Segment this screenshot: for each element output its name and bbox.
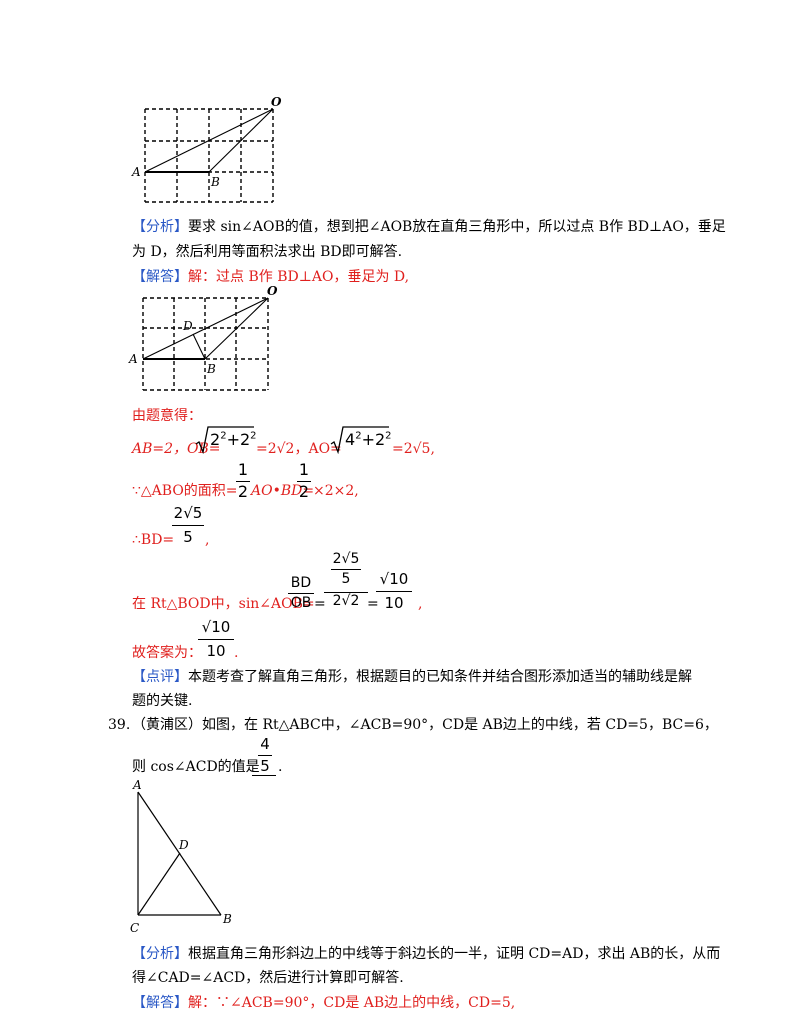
jie-label: 解： xyxy=(188,269,216,285)
radical-ob xyxy=(195,426,254,454)
comment-tag: 【点评】 xyxy=(132,669,188,685)
label-O: O xyxy=(271,95,282,109)
comment-paragraph: 【点评】本题考查了解直角三角形，根据题目的已知条件并结合图形添加适当的辅助线是解 xyxy=(132,667,692,687)
eq-2: = xyxy=(367,596,379,612)
complex-frac: 2√5 5 2√2 xyxy=(324,550,368,610)
answer-prefix: 故答案为： xyxy=(132,645,202,661)
rt-prefix: 在 Rt△BOD中，sin∠AOB= xyxy=(132,596,315,612)
analysis-tag: 【分析】 xyxy=(132,219,188,235)
answer-text: ∵∠ACB=90°，CD是 AB边上的中线，CD=5, xyxy=(216,995,516,1011)
grid-figure-2: O D A B xyxy=(128,284,278,391)
final-answer-frac: √10 10 xyxy=(196,617,236,661)
bd-frac: 2√5 5 xyxy=(172,504,204,546)
lengths-line: AB=2，OB= xyxy=(132,439,221,465)
ratio-frac: BD OB xyxy=(287,574,315,612)
label-D: D xyxy=(182,319,193,333)
answer-tag: 【解答】 xyxy=(132,269,188,285)
eq-1: = xyxy=(314,596,326,612)
blank-period: . xyxy=(278,759,283,775)
analysis-line-2: 为 D，然后利用等面积法求出 BD即可解答. xyxy=(132,244,403,260)
label-B: B xyxy=(210,175,220,189)
area-tail: ×2×2, xyxy=(313,483,359,499)
analysis-tag: 【分析】 xyxy=(132,946,188,962)
answer-line-38: 【解答】解：过点 B作 BD⊥AO，垂足为 D, xyxy=(132,267,409,287)
label-B: B xyxy=(222,912,232,926)
area-prefix: ∵△ABO的面积= xyxy=(132,483,238,499)
blank-answer-frac: 4 5 xyxy=(258,735,272,775)
half-frac-2: 1 2 xyxy=(297,460,311,501)
eq-sqrt5: =2√5, xyxy=(392,441,435,457)
eq-sqrt2: =2√2，AO= xyxy=(256,441,342,457)
answer-line-39: 【解答】解：∵∠ACB=90°，CD是 AB边上的中线，CD=5, xyxy=(132,993,515,1013)
bd-prefix: ∴BD= xyxy=(132,532,175,548)
label-D: D xyxy=(178,838,189,852)
answer-tag: 【解答】 xyxy=(132,995,188,1011)
ab-ob-text: AB=2，OB= xyxy=(132,441,221,457)
radicand-ao: 42+22 xyxy=(345,430,392,449)
answer-text: 过点 B作 BD⊥AO，垂足为 D, xyxy=(216,269,410,285)
analysis-line-1: 根据直角三角形斜边上的中线等于斜边长的一半，证明 CD=AD，求出 AB的长，从… xyxy=(188,946,721,962)
derive-line: 由题意得： xyxy=(132,408,202,424)
question-ask: 则 cos∠ACD的值是 xyxy=(132,759,260,775)
analysis-line-2: 得∠CAD=∠ACD，然后进行计算即可解答. xyxy=(132,970,404,986)
label-C: C xyxy=(130,921,139,935)
label-O: O xyxy=(267,284,278,298)
jie-label: 解： xyxy=(188,995,216,1011)
radical-ao xyxy=(330,426,389,454)
analysis-paragraph-39: 【分析】根据直角三角形斜边上的中线等于斜边长的一半，证明 CD=AD，求出 AB… xyxy=(132,944,720,964)
result-frac: √10 10 xyxy=(374,569,414,613)
analysis-paragraph-38: 【分析】要求 sin∠AOB的值，想到把∠AOB放在直角三角形中，所以过点 B作… xyxy=(132,217,726,237)
rt-comma: , xyxy=(418,596,423,612)
half-frac-1: 1 2 xyxy=(236,460,250,501)
area-mid: AO•BD= xyxy=(251,483,315,499)
label-A: A xyxy=(131,165,141,179)
answer-blank xyxy=(252,775,276,776)
label-A: A xyxy=(128,352,138,366)
comment-line-2: 题的关键. xyxy=(132,693,193,709)
question-stem-39: （黄浦区）如图，在 Rt△ABC中，∠ACB=90°，CD是 AB边上的中线，若… xyxy=(132,717,718,733)
grid-figure-1: O A B xyxy=(131,95,282,203)
comment-line-1: 本题考查了解直角三角形，根据题目的已知条件并结合图形添加适当的辅助线是解 xyxy=(188,669,692,685)
label-B: B xyxy=(206,362,216,376)
question-number-39: 39. xyxy=(108,717,131,733)
label-A: A xyxy=(132,778,142,792)
analysis-line-1: 要求 sin∠AOB的值，想到把∠AOB放在直角三角形中，所以过点 B作 BD⊥… xyxy=(188,219,726,235)
final-period: . xyxy=(234,645,239,661)
bd-comma: , xyxy=(205,532,210,548)
triangle-figure-3: A D C B xyxy=(130,778,232,935)
radicand-ob: 22+22 xyxy=(210,430,257,449)
